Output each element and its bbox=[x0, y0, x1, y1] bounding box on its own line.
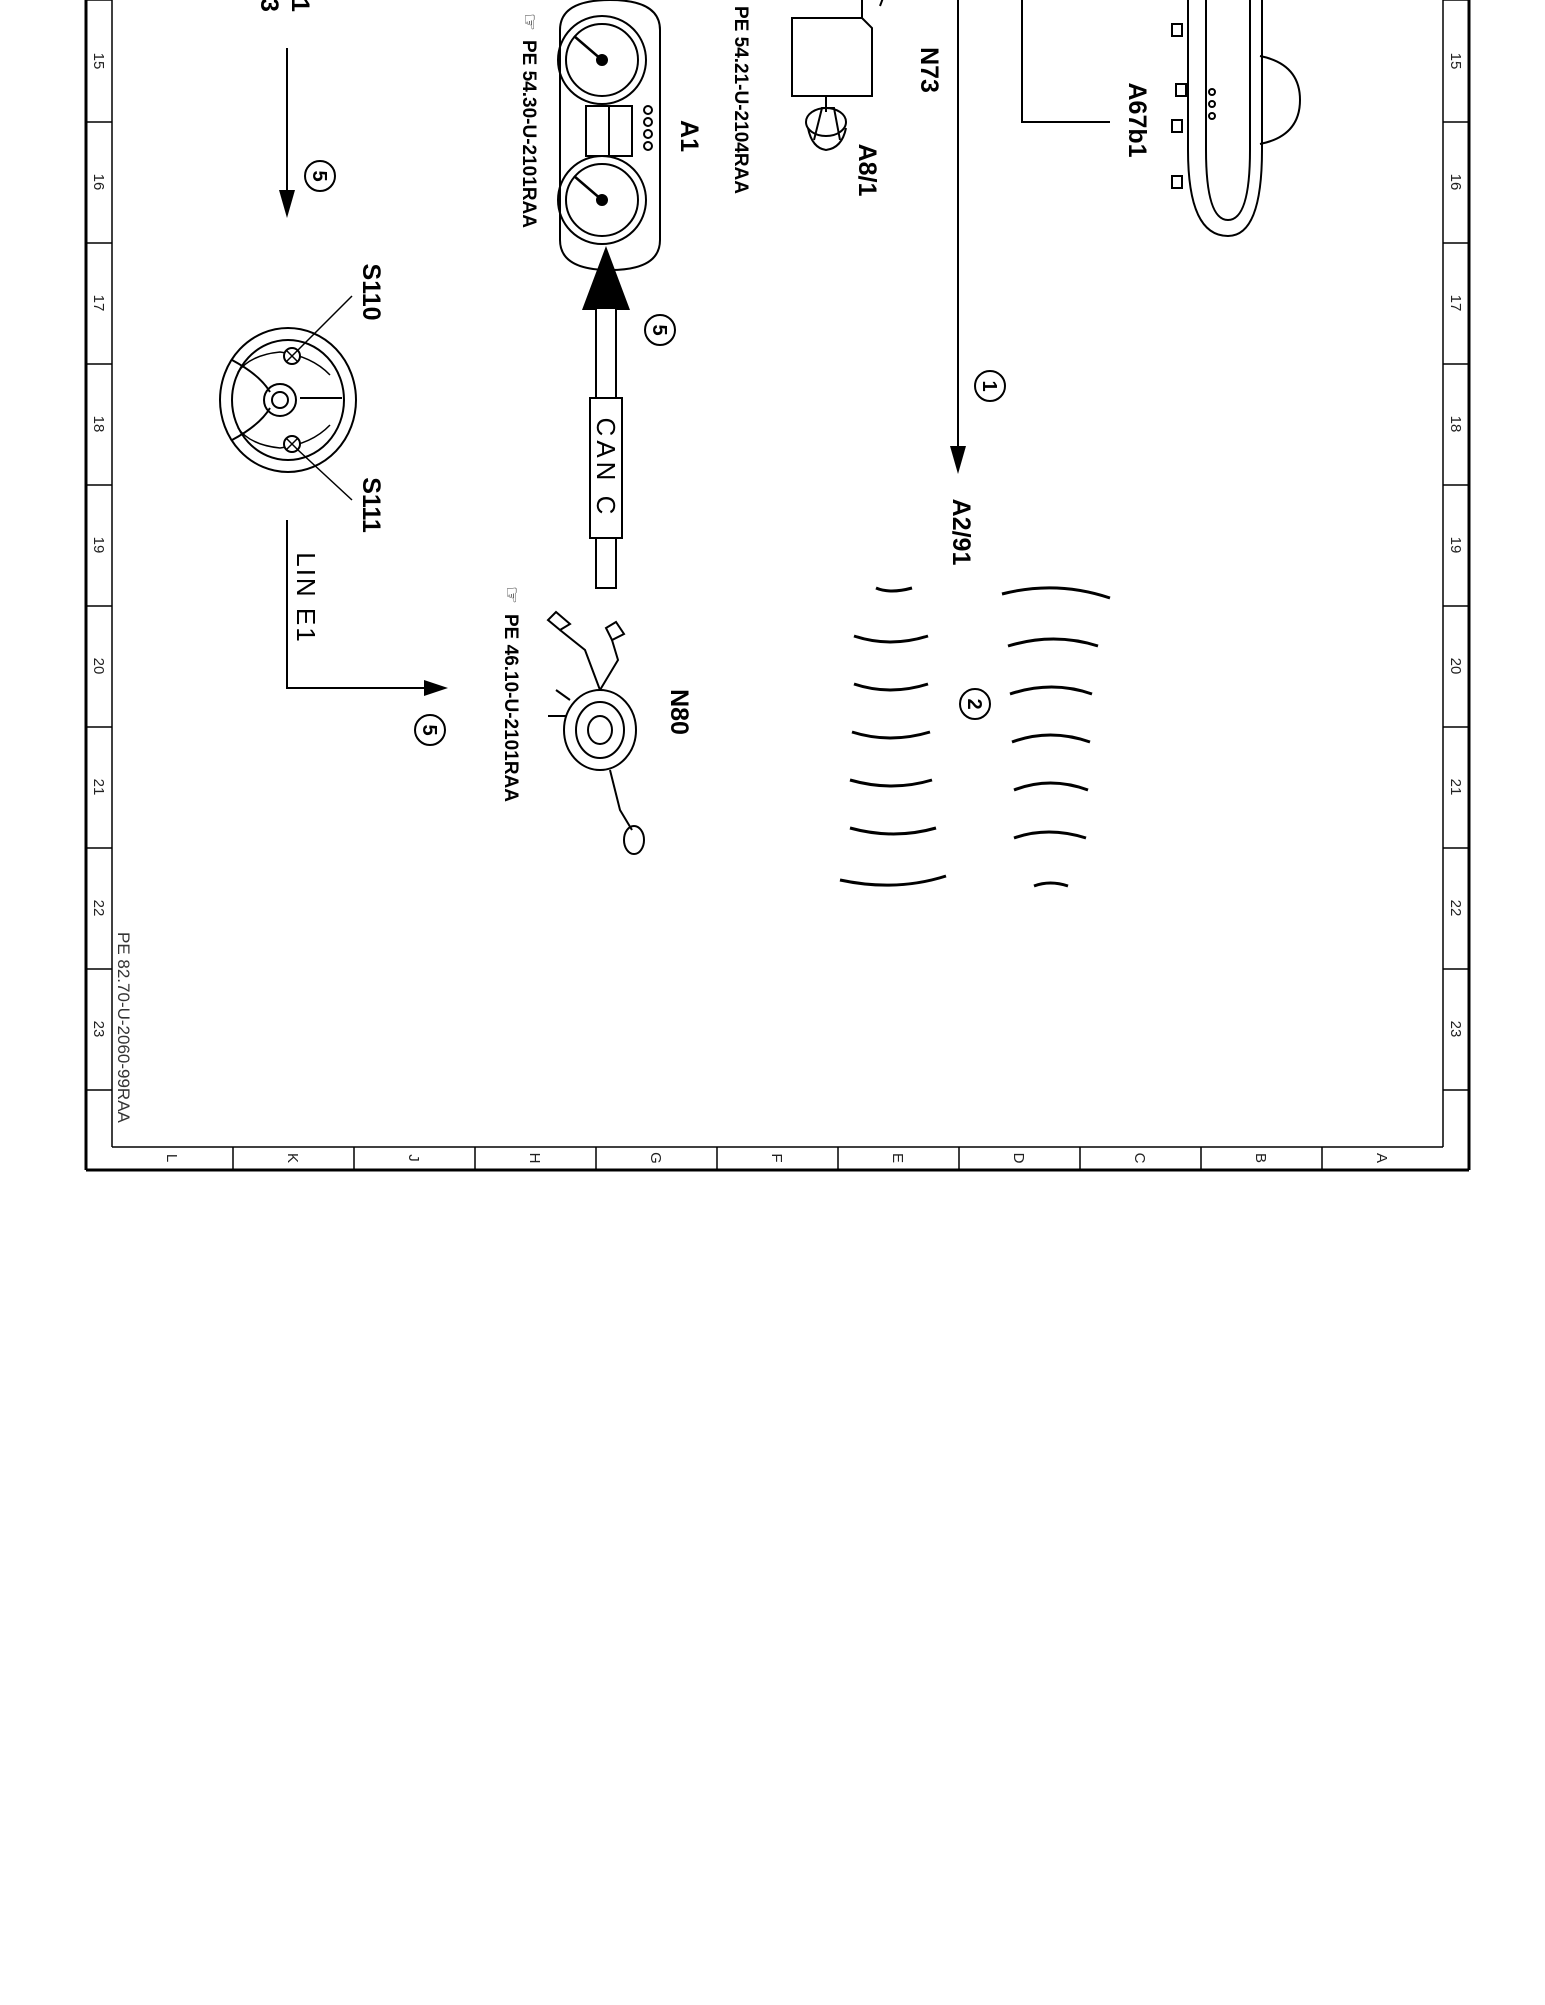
row-number: 15 bbox=[1447, 53, 1464, 70]
row-number: 18 bbox=[1447, 416, 1464, 433]
component-label-a67b1: A67b1 bbox=[1123, 82, 1151, 157]
lin-bus-label: LIN E1 bbox=[291, 552, 321, 644]
column-letter: D bbox=[1010, 1153, 1027, 1164]
reference-n80: PE 46.10-U-2101RAA bbox=[500, 614, 521, 802]
signal-arrow-to-radar bbox=[950, 0, 966, 474]
radar-waves-icon bbox=[839, 586, 1111, 888]
column-letter: A bbox=[1373, 1153, 1390, 1163]
row-number: 18 bbox=[90, 416, 107, 433]
drawing-frame bbox=[84, 0, 1471, 1172]
ignition-switch-icon bbox=[791, 0, 884, 152]
row-number: 19 bbox=[1447, 537, 1464, 554]
steering-wheel-icon bbox=[219, 327, 357, 473]
column-letter: L bbox=[163, 1154, 180, 1162]
component-label-n80: N80 bbox=[665, 689, 693, 735]
component-label-s110: S110 bbox=[357, 263, 385, 320]
reference-n73: PE 54.21-U-2104RAA bbox=[730, 6, 751, 194]
can-bus-label: CAN C bbox=[591, 418, 621, 519]
callout-2: 2 bbox=[959, 688, 991, 720]
row-number: 21 bbox=[1447, 779, 1464, 796]
cutoff-label: 1 bbox=[286, 0, 314, 12]
column-letter: K bbox=[284, 1153, 301, 1163]
callout-5-lin: 5 bbox=[414, 714, 446, 746]
column-letters: L K J H G F E D C B A bbox=[163, 1152, 1390, 1164]
row-number: 16 bbox=[1447, 174, 1464, 191]
callout-number: 5 bbox=[418, 724, 440, 735]
lin-e1-bus-line bbox=[286, 520, 448, 696]
row-number: 23 bbox=[90, 1021, 107, 1038]
component-label-a2-91: A2/91 bbox=[947, 499, 975, 566]
component-label-n73: N73 bbox=[915, 47, 943, 93]
column-letter: F bbox=[768, 1153, 785, 1162]
row-number: 22 bbox=[1447, 900, 1464, 917]
callout-number: 5 bbox=[648, 324, 670, 335]
row-number: 23 bbox=[1447, 1021, 1464, 1038]
row-number: 15 bbox=[90, 53, 107, 70]
column-grid-ticks bbox=[232, 1147, 1323, 1170]
reference-hand-icon: ☞ bbox=[500, 586, 522, 604]
row-number: 16 bbox=[90, 174, 107, 191]
component-label-a8-1: A8/1 bbox=[853, 144, 881, 197]
reference-a1: PE 54.30-U-2101RAA bbox=[518, 40, 539, 228]
column-letter: B bbox=[1252, 1153, 1269, 1163]
row-number: 17 bbox=[1447, 295, 1464, 312]
document-code: PE 82.70-U-2060-99RAA bbox=[114, 932, 133, 1124]
row-number: 20 bbox=[90, 658, 107, 675]
component-label-s111: S111 bbox=[357, 477, 385, 533]
row-numbers-left: 15 16 17 18 19 20 21 22 23 bbox=[90, 53, 107, 1038]
callout-1: 1 bbox=[974, 370, 1006, 402]
column-letter: E bbox=[889, 1153, 906, 1163]
column-letter: J bbox=[405, 1154, 422, 1162]
switch-s111-marker bbox=[283, 435, 353, 501]
steering-column-module-icon bbox=[546, 610, 645, 855]
row-number: 22 bbox=[90, 900, 107, 917]
rearview-mirror-sensor-icon bbox=[1171, 0, 1302, 238]
row-grid-ticks bbox=[86, 0, 1469, 1091]
column-letter: C bbox=[1131, 1153, 1148, 1164]
cutoff-label: 3 bbox=[255, 0, 283, 12]
row-number: 21 bbox=[90, 779, 107, 796]
instrument-cluster-icon bbox=[557, 0, 661, 272]
callout-5-steering: 5 bbox=[304, 160, 336, 192]
sensor-connection-line bbox=[1021, 0, 1110, 123]
signal-arrow-to-steering-wheel bbox=[279, 48, 295, 218]
callout-5-can: 5 bbox=[644, 314, 676, 346]
component-label-a1: A1 bbox=[675, 120, 703, 152]
column-letter: H bbox=[526, 1153, 543, 1164]
callout-number: 5 bbox=[308, 170, 330, 181]
callout-number: 2 bbox=[963, 698, 985, 709]
row-numbers-right: 15 16 17 18 19 20 21 22 23 bbox=[1447, 53, 1464, 1038]
column-letter: G bbox=[647, 1152, 664, 1164]
switch-s110-marker bbox=[283, 295, 353, 365]
row-number: 17 bbox=[90, 295, 107, 312]
reference-hand-icon: ☞ bbox=[518, 13, 540, 31]
callout-number: 1 bbox=[978, 380, 1000, 391]
row-number: 20 bbox=[1447, 658, 1464, 675]
can-c-bus-arrow bbox=[582, 246, 630, 589]
row-number: 19 bbox=[90, 537, 107, 554]
